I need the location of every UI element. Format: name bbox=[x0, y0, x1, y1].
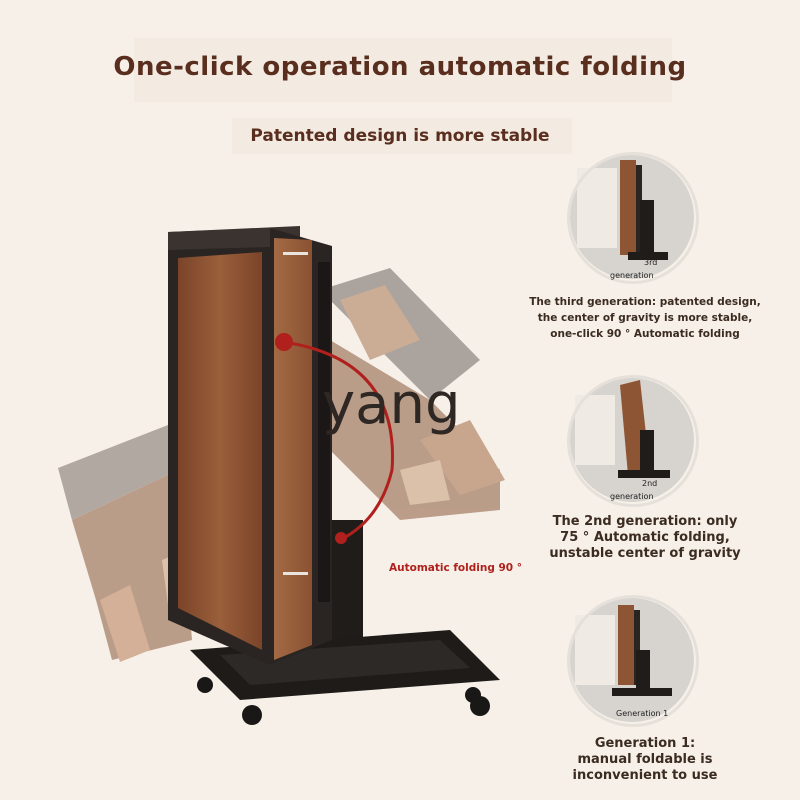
rotation-arc bbox=[283, 340, 395, 542]
gen1-tag-line1: Generation 1 bbox=[616, 709, 669, 718]
title-band bbox=[134, 38, 672, 102]
watermark-text: yang bbox=[322, 372, 461, 437]
fold-angle-label: Automatic folding 90 ° bbox=[389, 562, 523, 574]
gen2-circle bbox=[567, 375, 699, 507]
gen1-caption-line: inconvenient to use bbox=[572, 768, 718, 783]
gen2-tag-line2: generation bbox=[610, 492, 654, 501]
gen2-caption-line: unstable center of gravity bbox=[549, 546, 741, 561]
gen2-tag-line1: 2nd bbox=[642, 479, 658, 488]
gen1-caption: Generation 1: manual foldable is inconve… bbox=[520, 736, 770, 784]
banner-title: One-click operation automatic folding bbox=[113, 52, 687, 82]
gen3-caption-line: The third generation: patented design, bbox=[529, 296, 761, 308]
gen3-tag-line2: generation bbox=[610, 271, 654, 280]
gen3-caption-line: one-click 90 ° Automatic folding bbox=[550, 328, 740, 340]
banner-subtitle: Patented design is more stable bbox=[250, 126, 550, 146]
gen3-caption: The third generation: patented design, t… bbox=[520, 294, 770, 342]
ghost-table-left bbox=[58, 425, 192, 662]
arc-start-dot bbox=[275, 333, 293, 351]
gen1-caption-line: Generation 1: bbox=[594, 736, 696, 751]
arc-end-dot bbox=[335, 532, 347, 544]
gen3-circle bbox=[567, 152, 699, 284]
gen1-circle bbox=[567, 595, 699, 727]
gen3-caption-line: the center of gravity is more stable, bbox=[537, 312, 753, 324]
gen2-caption-line: The 2nd generation: only bbox=[552, 514, 738, 529]
tabletop-folded bbox=[168, 226, 332, 665]
gen2-caption: The 2nd generation: only 75 ° Automatic … bbox=[520, 514, 770, 562]
subtitle-band bbox=[232, 118, 572, 154]
gen1-caption-line: manual foldable is bbox=[577, 752, 713, 767]
gen3-tag-line1: 3rd bbox=[644, 258, 658, 267]
gen2-caption-line: 75 ° Automatic folding, bbox=[560, 530, 730, 545]
